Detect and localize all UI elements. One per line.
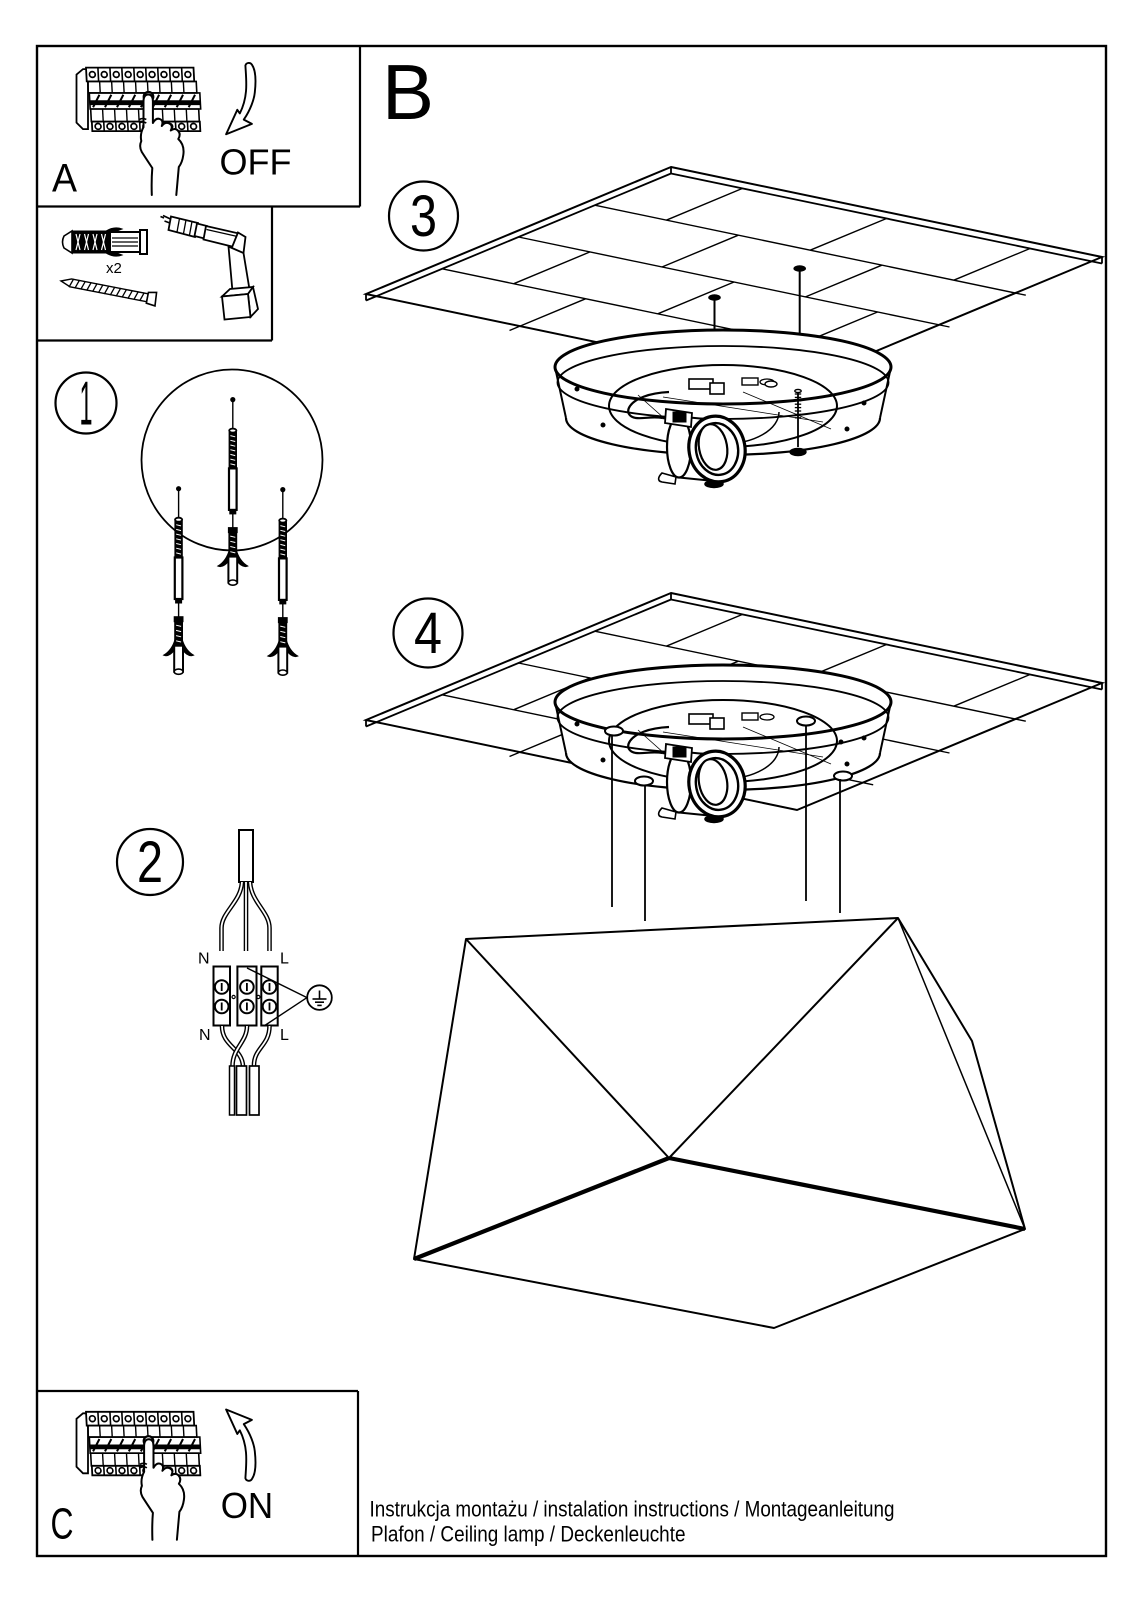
svg-text:x2: x2	[106, 260, 122, 277]
svg-text:L: L	[280, 1027, 289, 1044]
svg-text:1: 1	[80, 369, 93, 438]
svg-text:C: C	[51, 1499, 74, 1548]
svg-text:Plafon / Ceiling lamp / Decken: Plafon / Ceiling lamp / Deckenleuchte	[371, 1522, 686, 1547]
svg-text:4: 4	[414, 601, 442, 666]
svg-text:L: L	[280, 951, 289, 968]
svg-text:2: 2	[137, 830, 163, 895]
svg-text:3: 3	[410, 184, 437, 249]
svg-text:B: B	[382, 48, 434, 136]
svg-text:Instrukcja montażu / instalati: Instrukcja montażu / instalation instruc…	[370, 1496, 895, 1521]
svg-text:OFF: OFF	[220, 142, 292, 183]
svg-text:ON: ON	[221, 1485, 274, 1526]
svg-text:N: N	[198, 951, 210, 968]
svg-text:N: N	[199, 1027, 211, 1044]
svg-text:A: A	[52, 156, 77, 200]
